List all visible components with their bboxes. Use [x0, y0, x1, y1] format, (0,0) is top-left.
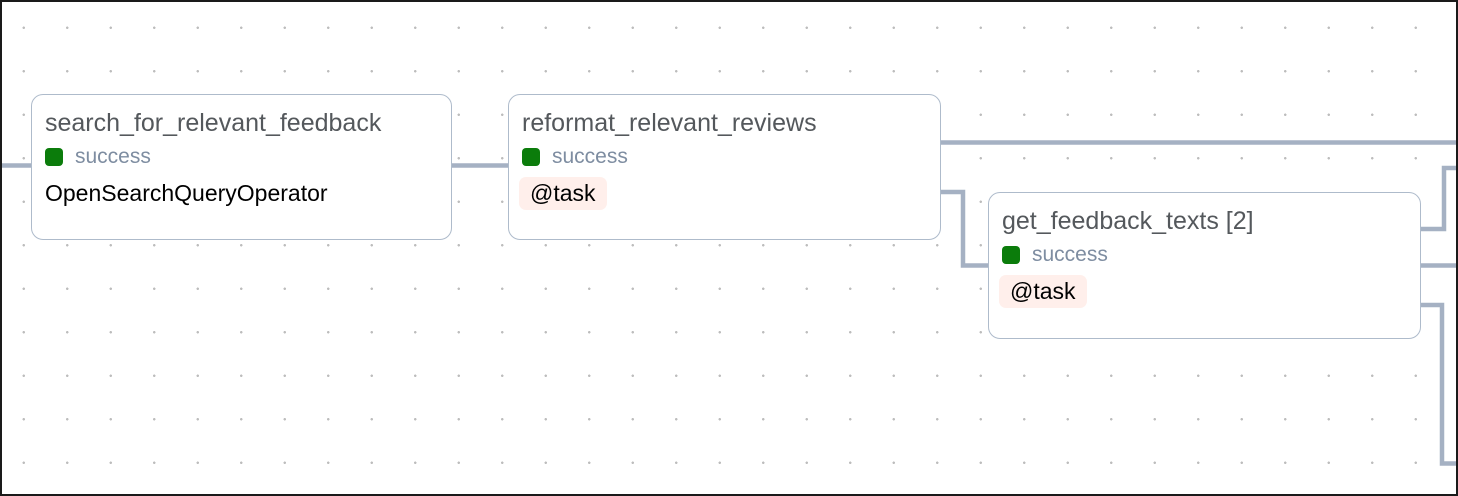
task-title: reformat_relevant_reviews: [522, 109, 817, 137]
status-success-icon: [45, 148, 63, 166]
operator-badge-row: @task: [519, 176, 926, 210]
edge-reformat_relevant_reviews-to-get_feedback_texts: [940, 189, 990, 268]
operator-badge: OpenSearchQueryOperator: [45, 179, 328, 206]
task-decorator-badge: @task: [999, 274, 1087, 308]
task-title: search_for_relevant_feedback: [45, 109, 382, 137]
task-decorator-badge: @task: [519, 176, 607, 210]
edge-get_feedback_texts-to-offscreen-upper-right: [1419, 165, 1456, 232]
operator-badge-row: @task: [999, 274, 1406, 308]
task-node-get_feedback_texts[interactable]: get_feedback_texts [2] success @task: [988, 192, 1421, 339]
operator-badge-row: OpenSearchQueryOperator: [45, 177, 437, 209]
task-node-search_for_relevant_feedback[interactable]: search_for_relevant_feedback success Ope…: [31, 94, 452, 240]
task-status-row: success: [1002, 244, 1406, 266]
status-label: success: [1032, 243, 1108, 266]
status-success-icon: [522, 148, 540, 166]
status-label: success: [552, 145, 628, 168]
task-title: get_feedback_texts [2]: [1002, 207, 1254, 235]
status-label: success: [75, 145, 151, 168]
task-status-row: success: [45, 146, 437, 168]
edge-get_feedback_texts-to-offscreen-lower-right: [1419, 302, 1456, 466]
task-node-reformat_relevant_reviews[interactable]: reformat_relevant_reviews success @task: [508, 94, 941, 240]
status-success-icon: [1002, 246, 1020, 264]
task-status-row: success: [522, 146, 926, 168]
